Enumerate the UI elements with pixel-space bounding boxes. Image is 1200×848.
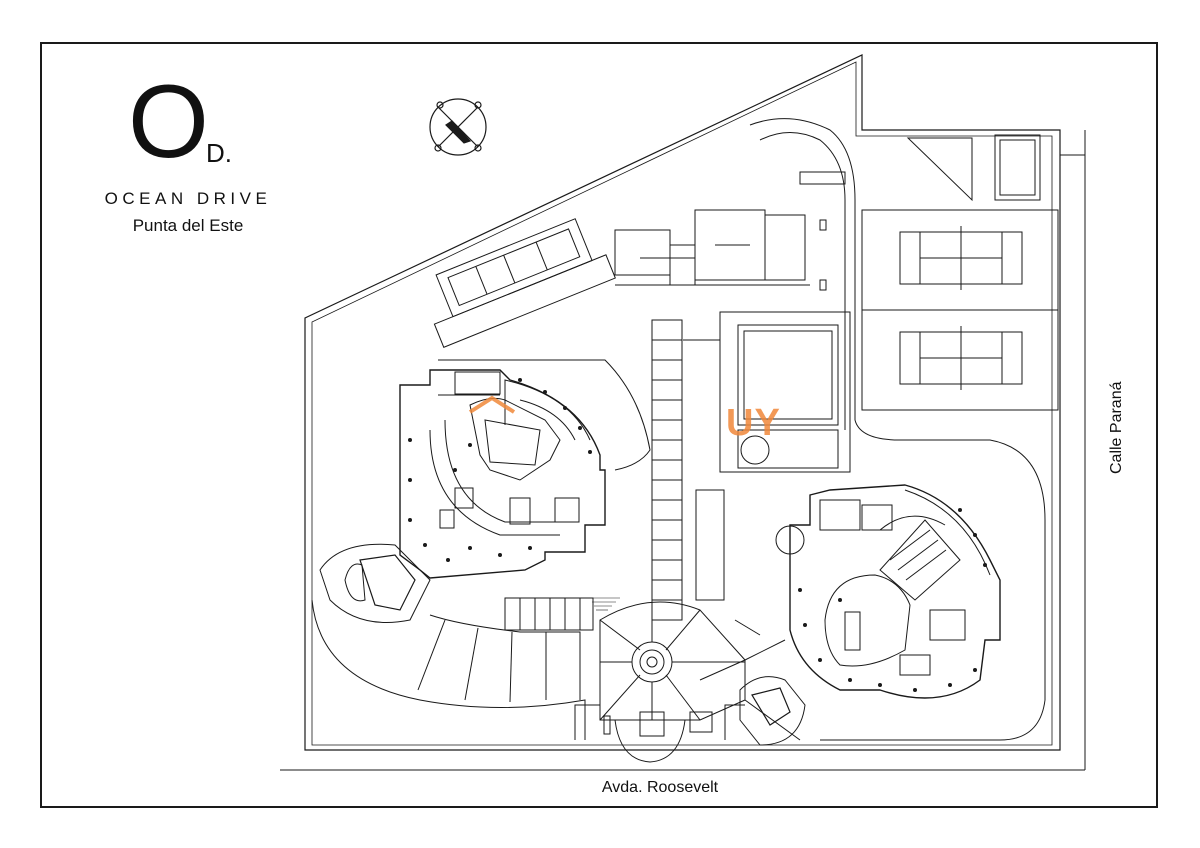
- compass-rose-icon: [429, 98, 487, 156]
- city-name: Punta del Este: [132, 216, 244, 235]
- street-label-right: Calle Paraná: [1108, 381, 1125, 475]
- pool-area: [719, 311, 851, 473]
- property-boundary: [304, 54, 1061, 751]
- walkways: [651, 319, 725, 621]
- tennis-courts: [861, 209, 1059, 411]
- inner-boundary: [311, 61, 1053, 746]
- logo-mark-suffix: D.: [206, 138, 232, 168]
- house-roof-icon: [468, 395, 516, 414]
- east-arm: [699, 619, 806, 746]
- drawing-frame: [40, 42, 1158, 808]
- north-block: [433, 218, 616, 348]
- amenity-building: [614, 171, 846, 291]
- brand-name: OCEAN DRIVE: [104, 189, 272, 208]
- west-tower-columns: [408, 378, 592, 562]
- stair-hatch: [590, 597, 620, 611]
- west-tower: [399, 359, 651, 579]
- east-tower-columns: [798, 508, 987, 692]
- logo-mark: O: [128, 64, 209, 180]
- street-label-bottom: Avda. Roosevelt: [601, 779, 719, 796]
- central-plaza: [599, 600, 746, 763]
- west-arm: [311, 543, 594, 740]
- east-tower: [775, 484, 1001, 699]
- driveway: [749, 118, 1046, 741]
- watermark-text: UY: [726, 402, 781, 444]
